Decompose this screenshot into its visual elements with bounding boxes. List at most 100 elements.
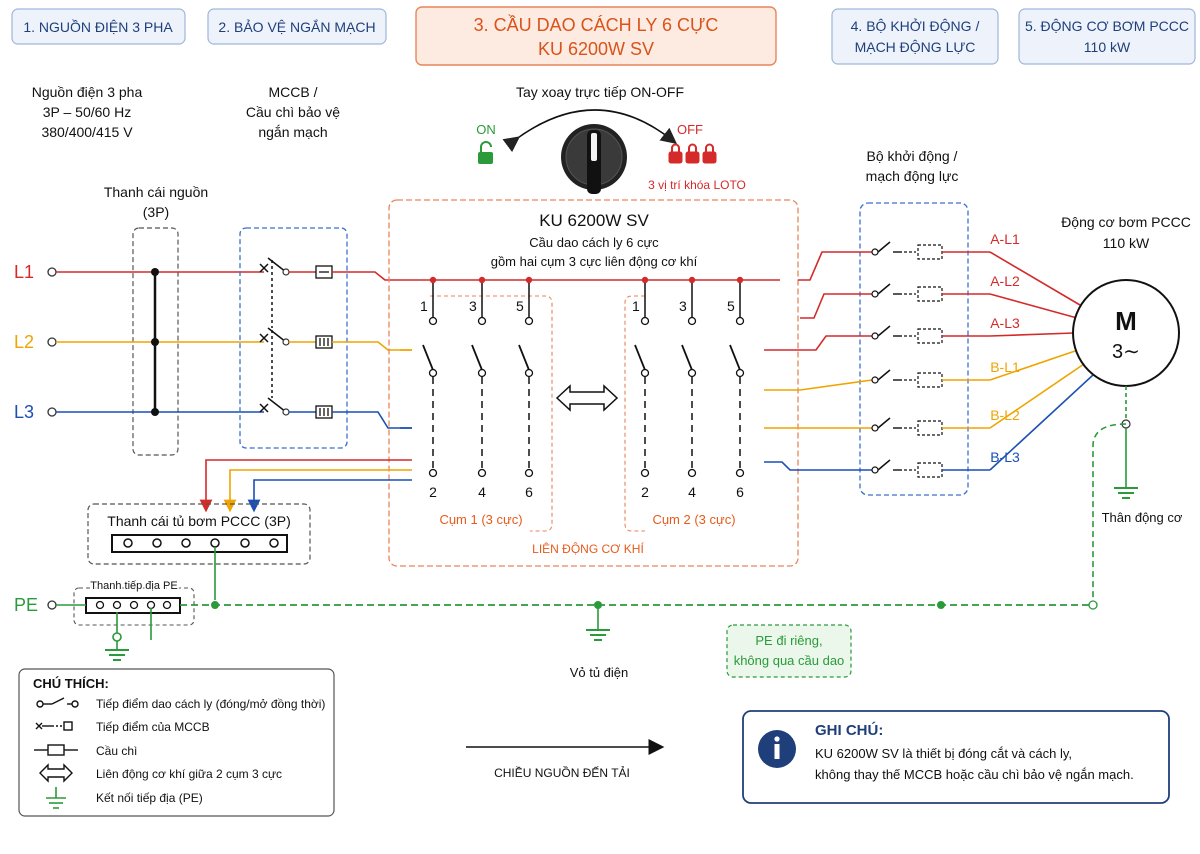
enclosure-ground-icon <box>586 605 610 641</box>
rotary-handle[interactable] <box>561 124 627 194</box>
terminal-bottom-label: 2 <box>641 484 649 500</box>
svg-text:3P – 50/60 Hz: 3P – 50/60 Hz <box>43 104 131 120</box>
lock-closed-icon <box>668 143 717 164</box>
note-line-2: không thay thế MCCB hoặc cầu chì bảo vệ … <box>815 767 1134 782</box>
handle-on-label: ON <box>476 122 496 137</box>
terminal-bottom-label: 2 <box>429 484 437 500</box>
starter-row: B-L3 <box>871 374 1094 478</box>
motor-label-1: Động cơ bơm PCCC <box>1061 214 1191 230</box>
svg-text:M: M <box>1115 306 1137 336</box>
svg-text:380/400/415 V: 380/400/415 V <box>41 124 133 140</box>
starter-output-label: A-L3 <box>990 315 1020 331</box>
busbar-source-label: Thanh cái nguồn (3P) <box>104 184 208 220</box>
isolator-pole: 34 <box>679 276 697 500</box>
starter-output-label: B-L2 <box>990 407 1020 423</box>
isolator-box <box>388 199 799 567</box>
pe-note-line-1: PE đi riêng, <box>755 633 822 648</box>
note-line-1: KU 6200W SV là thiết bị đóng cắt và cách… <box>815 746 1072 761</box>
fuses <box>315 265 333 419</box>
source-phase-lines <box>56 271 264 413</box>
legend-ground-icon <box>46 787 66 809</box>
isolator-pole: 12 <box>632 276 650 500</box>
panel-busbar-holes <box>123 538 279 548</box>
source-busbar-nodes <box>151 268 159 416</box>
pe-note-box <box>726 624 852 678</box>
starter-box <box>859 202 969 496</box>
phase-label-l2: L2 <box>14 332 34 352</box>
starter-output-label: A-L2 <box>990 273 1020 289</box>
pe-bar-holes <box>95 600 172 610</box>
isolator-pole: 56 <box>727 276 745 500</box>
starter-row: A-L1 <box>871 231 1081 306</box>
svg-text:4. BỘ KHỞI ĐỘNG /: 4. BỘ KHỞI ĐỘNG / <box>851 17 980 34</box>
svg-text:1. NGUỒN ĐIỆN 3 PHA: 1. NGUỒN ĐIỆN 3 PHA <box>23 18 173 35</box>
mccb-contact-points <box>282 268 290 416</box>
enclosure-label: Vỏ tủ điện <box>570 665 629 680</box>
starter-output-label: B-L3 <box>990 449 1020 465</box>
phase-label-l3: L3 <box>14 402 34 422</box>
protection-description: MCCB / Cầu chì bảo vệ ngắn mạch <box>246 84 340 140</box>
phase-label-l1: L1 <box>14 262 34 282</box>
flow-label: CHIỀU NGUỒN ĐẾN TẢI <box>494 765 630 780</box>
pe-bar-box <box>73 587 195 626</box>
isolator-io-stubs <box>400 349 800 471</box>
motor-frame-label: Thân động cơ <box>1102 510 1183 525</box>
legend-interlock-icon <box>39 763 73 783</box>
panel-busbar-label: Thanh cái tủ bơm PCCC (3P) <box>107 513 290 529</box>
mccb-to-fuse-lines <box>289 271 316 413</box>
starter-row: B-L1 <box>871 349 1079 388</box>
header-1: 1. NGUỒN ĐIỆN 3 PHA <box>11 8 186 45</box>
group1-bracket <box>430 295 553 532</box>
interlock-arrow-icon <box>555 384 619 412</box>
starter-label-1: Bộ khởi động / <box>867 148 958 164</box>
starter-row: A-L2 <box>871 273 1078 319</box>
legend-item-3: Cầu chì <box>96 744 137 758</box>
svg-text:2. BẢO VỆ NGẮN MẠCH: 2. BẢO VỆ NGẮN MẠCH <box>218 18 375 35</box>
terminal-top-label: 1 <box>632 298 640 314</box>
legend-title: CHÚ THÍCH: <box>33 676 109 691</box>
terminal-bottom-label: 4 <box>478 484 486 500</box>
legend-mccb-contact-icon <box>35 721 73 731</box>
isolator-subtitle-2: gồm hai cụm 3 cực liên động cơ khí <box>491 254 698 269</box>
mccb-contacts <box>259 257 287 413</box>
terminal-top-label: 1 <box>420 298 428 314</box>
loto-label: 3 vị trí khóa LOTO <box>648 178 746 192</box>
svg-text:Thanh cái nguồn: Thanh cái nguồn <box>104 184 208 200</box>
isolator-pole: 12 <box>420 276 438 500</box>
note-title: GHI CHÚ: <box>815 721 883 739</box>
terminal-bottom-label: 6 <box>525 484 533 500</box>
isolator-title: KU 6200W SV <box>539 211 649 230</box>
isolator-subtitle-1: Cầu dao cách ly 6 cực <box>529 235 659 250</box>
starter-row: B-L2 <box>871 363 1085 436</box>
group2-bracket <box>624 295 645 532</box>
header-5: 5. ĐỘNG CƠ BƠM PCCC 110 kW <box>1018 8 1196 65</box>
note-box <box>742 710 1170 804</box>
legend-item-5: Kết nối tiếp địa (PE) <box>96 791 203 805</box>
source-terminals <box>47 267 57 610</box>
svg-text:Cầu chì bảo vệ: Cầu chì bảo vệ <box>246 104 340 120</box>
motor-label-2: 110 kW <box>1103 235 1150 251</box>
motor-symbol: M 3∼ <box>1072 279 1180 387</box>
group2-label: Cụm 2 (3 cực) <box>652 512 735 527</box>
terminal-top-label: 5 <box>516 298 524 314</box>
interlock-label: LIÊN ĐỘNG CƠ KHÍ <box>532 541 644 556</box>
starter-contactors: A-L1A-L2A-L3B-L1B-L2B-L3 <box>871 231 1094 478</box>
isolator-pole: 56 <box>516 276 534 500</box>
legend-item-4: Liên động cơ khí giữa 2 cụm 3 cực <box>96 767 282 781</box>
starter-row: A-L3 <box>871 315 1075 344</box>
terminal-top-label: 5 <box>727 298 735 314</box>
svg-text:MCCB /: MCCB / <box>269 84 318 100</box>
svg-text:Nguồn điện 3 pha: Nguồn điện 3 pha <box>32 84 143 100</box>
lock-open-icon <box>478 141 493 164</box>
header-3: 3. CẦU DAO CÁCH LY 6 CỰC KU 6200W SV <box>415 6 777 66</box>
legend-isolator-contact-icon <box>36 697 79 708</box>
terminal-top-label: 3 <box>469 298 477 314</box>
starter-output-label: B-L1 <box>990 359 1020 375</box>
group1-label: Cụm 1 (3 cực) <box>439 512 522 527</box>
legend-fuse-icon <box>34 744 78 756</box>
motor-frame-ground <box>1088 386 1138 610</box>
pe-bar-ground <box>105 608 152 661</box>
